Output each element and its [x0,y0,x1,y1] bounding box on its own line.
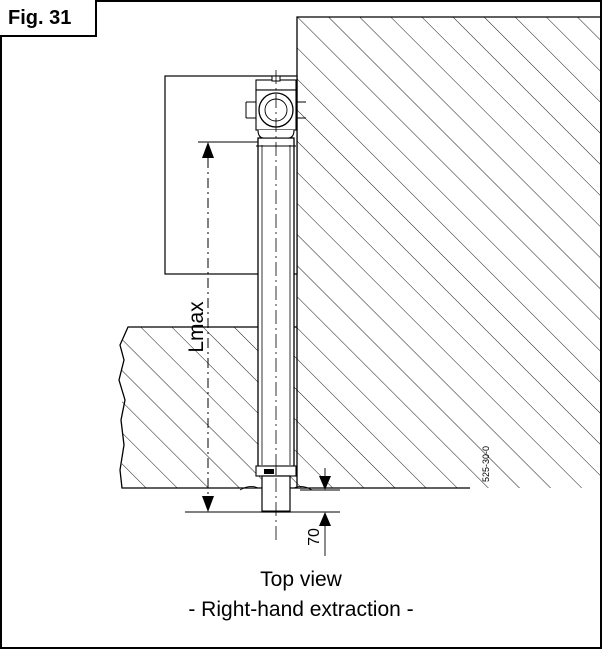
figure-label: Fig. 31 [0,0,97,37]
caption-subtitle: - Right-hand extraction - [188,598,414,621]
caption-view: Top view [260,568,342,591]
dimension-70 [290,468,340,556]
drawing-code: 525-30-0 [481,446,491,482]
dimension-lmax-label: Lmax [185,301,208,353]
dimension-lmax [185,141,262,513]
wall-vertical [296,16,602,488]
dimension-70-label: 70 [306,528,323,546]
